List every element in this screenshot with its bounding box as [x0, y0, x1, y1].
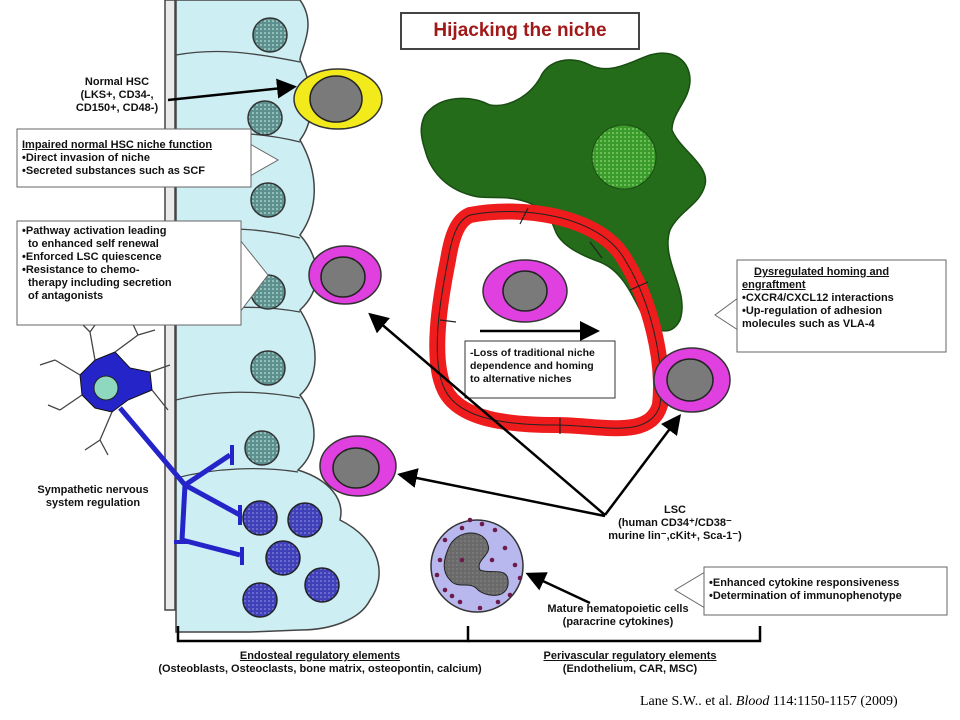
arrow-lsc-perivascular	[604, 414, 682, 516]
normal-hsc-label: Normal HSC (LKS+, CD34-, CD150+, CD48-)	[75, 76, 159, 114]
normal-hsc-cell	[293, 68, 383, 130]
arrow-lsc-upper	[368, 312, 606, 516]
dysregulated-box-pointer	[714, 297, 739, 331]
lsc-cell-lower	[319, 435, 397, 497]
osteoclast-nuclei	[242, 500, 340, 618]
dysregulated-box-text: Dysregulated homing and engraftment •CXC…	[742, 266, 894, 330]
arrow-mature-cells	[525, 572, 591, 605]
pathway-box	[16, 220, 242, 326]
impaired-box	[16, 128, 252, 188]
pathway-box-text: •Pathway activation leading to enhanced …	[22, 225, 172, 302]
arrow-lsc-lower	[397, 468, 606, 518]
arrow-to-normal-hsc	[167, 78, 297, 102]
loss-box-text: -Loss of traditional niche dependence an…	[470, 347, 595, 385]
lsc-cell-vessel	[482, 259, 568, 323]
dysregulated-box	[736, 259, 947, 353]
lsc-cell-perivascular	[653, 347, 731, 413]
mature-granulocyte	[430, 517, 524, 613]
cytokine-box	[703, 566, 948, 616]
sympathetic-label: Sympathetic nervous system regulation	[37, 484, 149, 509]
cytokine-box-text: •Enhanced cytokine responsiveness •Deter…	[709, 577, 902, 602]
impaired-box-text: Impaired normal HSC niche function •Dire…	[22, 139, 213, 177]
citation: Lane S.W.. et al. Blood 114:1150-1157 (2…	[640, 694, 898, 709]
endosteal-label: Endosteal regulatory elements (Osteoblas…	[158, 650, 482, 675]
lsc-cell-upper	[308, 245, 382, 305]
bottom-brackets	[176, 626, 762, 643]
mature-cells-label: Mature hematopoietic cells (paracrine cy…	[547, 603, 689, 628]
blood-vessel	[429, 203, 669, 437]
lsc-label: LSC (human CD34⁺/CD38⁻ murine lin⁻,cKit+…	[608, 504, 742, 542]
perivascular-label: Perivascular regulatory elements (Endoth…	[543, 650, 717, 675]
diagram-title: Hijacking the niche	[400, 12, 640, 50]
loss-box	[464, 340, 616, 399]
sympathetic-neuron	[39, 317, 244, 565]
osteoblast-nuclei	[244, 17, 288, 466]
